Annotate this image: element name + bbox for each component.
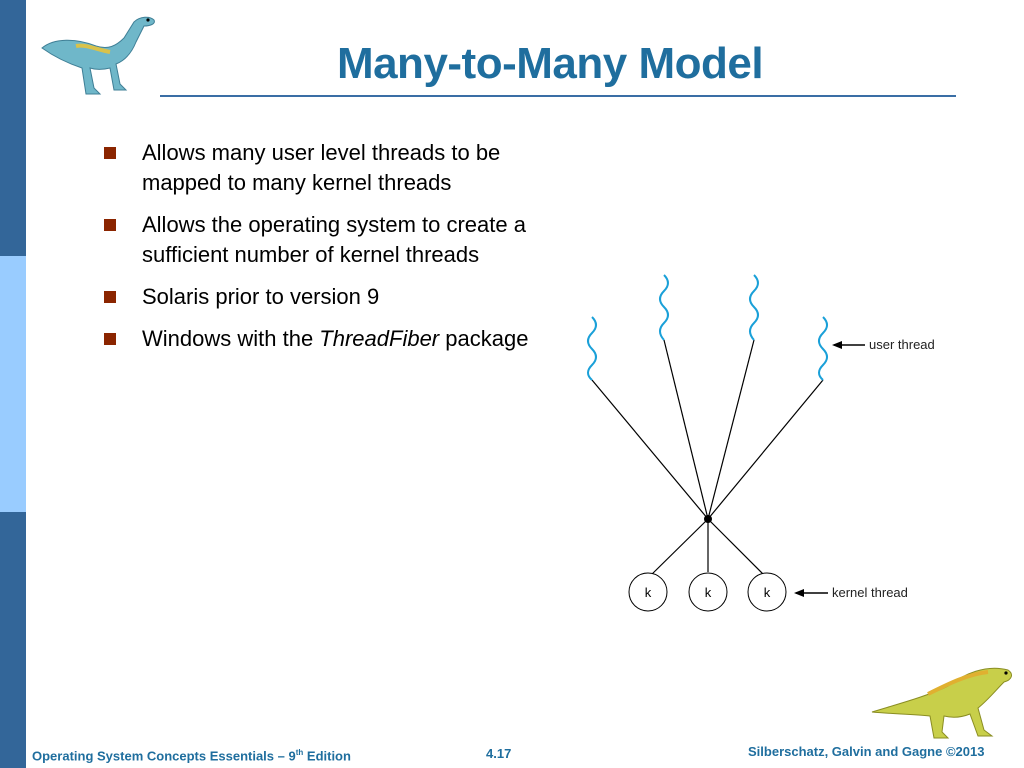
connector-line bbox=[647, 518, 709, 579]
square-bullet-icon bbox=[104, 291, 116, 303]
square-bullet-icon bbox=[104, 333, 116, 345]
connector-line bbox=[707, 339, 755, 520]
title-divider bbox=[160, 95, 956, 97]
user-thread-label: user thread bbox=[869, 337, 935, 352]
kernel-node-label: k bbox=[705, 585, 712, 600]
bullet-text: Allows many user level threads to be map… bbox=[142, 140, 501, 195]
arrow-head-icon bbox=[832, 341, 842, 349]
many-to-many-diagram: k k k user thread kernel thread bbox=[587, 274, 935, 612]
bullet-text: Allows the operating system to create a … bbox=[142, 212, 526, 267]
bullet-item: Solaris prior to version 9 bbox=[100, 282, 580, 312]
side-bar-middle bbox=[0, 256, 26, 512]
bullet-text-post: package bbox=[439, 326, 529, 351]
bullet-text: Solaris prior to version 9 bbox=[142, 284, 380, 309]
bullet-text-pre: Windows with the bbox=[142, 326, 320, 351]
side-bar-bottom bbox=[0, 512, 26, 768]
user-thread-wave-icon bbox=[749, 274, 759, 341]
footer-book-title: Operating System Concepts Essentials – 9… bbox=[32, 748, 351, 763]
footer-book-title-sup: th bbox=[295, 748, 304, 757]
bullet-item: Allows many user level threads to be map… bbox=[100, 138, 580, 198]
kernel-thread-node bbox=[688, 572, 728, 612]
footer-book-title-prefix: Operating System Concepts Essentials – 9 bbox=[32, 748, 296, 764]
kernel-thread-node bbox=[747, 572, 787, 612]
bullet-list: Allows many user level threads to be map… bbox=[100, 138, 580, 366]
connector-line bbox=[707, 518, 768, 579]
bullet-text-emphasis: ThreadFiber bbox=[319, 326, 440, 351]
user-thread-wave-icon bbox=[818, 316, 828, 381]
arrow-head-icon bbox=[794, 589, 804, 597]
footer-book-title-suffix: Edition bbox=[303, 748, 351, 764]
hub-node bbox=[704, 515, 712, 523]
slide-title: Many-to-Many Model bbox=[336, 39, 764, 88]
bullet-item: Windows with the ThreadFiber package bbox=[100, 324, 580, 354]
square-bullet-icon bbox=[104, 219, 116, 231]
side-bar-top bbox=[0, 0, 26, 256]
footer-copyright: Silberschatz, Galvin and Gagne ©2013 bbox=[748, 744, 985, 759]
bullet-item: Allows the operating system to create a … bbox=[100, 210, 580, 270]
kernel-node-label: k bbox=[645, 585, 652, 600]
dinosaur-logo-icon bbox=[871, 667, 1012, 739]
connector-line bbox=[591, 379, 709, 520]
kernel-thread-label: kernel thread bbox=[832, 585, 908, 600]
square-bullet-icon bbox=[104, 147, 116, 159]
connector-line bbox=[663, 339, 709, 520]
page-number: 4.17 bbox=[486, 746, 512, 761]
dinosaur-logo-icon bbox=[41, 16, 155, 95]
side-bar bbox=[0, 0, 26, 768]
connector-line bbox=[707, 379, 824, 520]
user-thread-wave-icon bbox=[587, 316, 597, 381]
kernel-thread-node bbox=[628, 572, 668, 612]
user-thread-wave-icon bbox=[659, 274, 669, 341]
kernel-node-label: k bbox=[764, 585, 771, 600]
